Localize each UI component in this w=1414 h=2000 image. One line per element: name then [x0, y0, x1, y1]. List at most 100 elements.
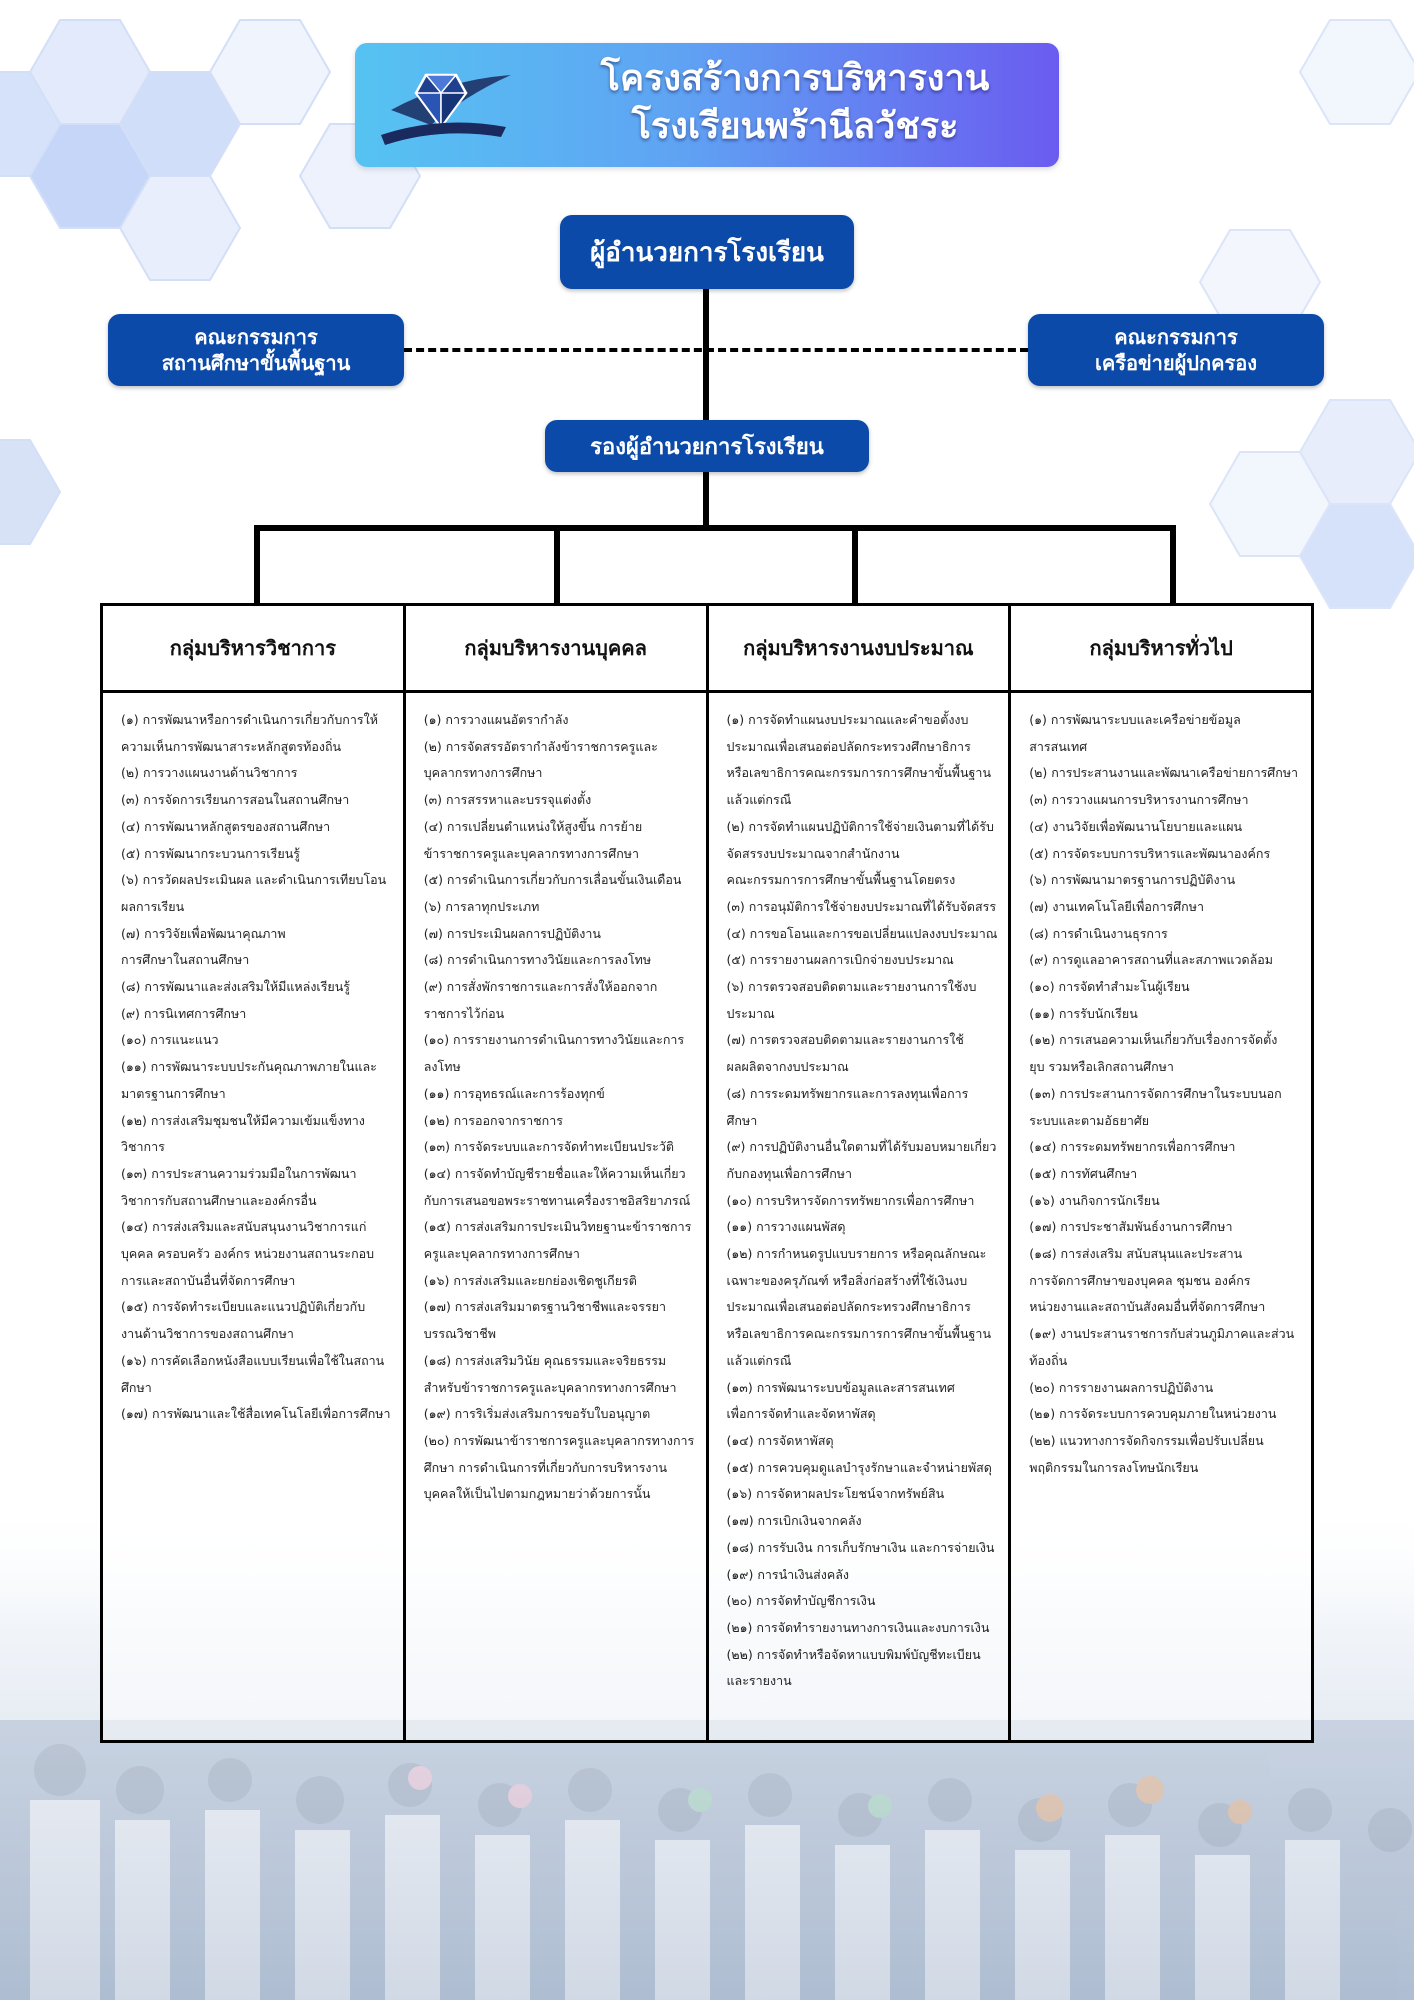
- duty-item: (๑๔) การจัดทำบัญชีรายชื่อและให้ความเห็นเ…: [423, 1165, 686, 1181]
- duty-item: (๒) การวางแผนงานด้านวิชาการ: [121, 765, 298, 781]
- duty-item: (๑๓) การพัฒนาระบบข้อมูลและสารสนเทศ: [726, 1379, 955, 1395]
- duty-item: ประมาณเพื่อเสนอต่อปลัดกระทรวงศึกษาธิการ: [726, 1299, 971, 1315]
- duty-item: (๒๐) การรายงานผลการปฏิบัติงาน: [1029, 1379, 1214, 1395]
- duty-item: บุคลากรทางการศึกษา: [423, 765, 543, 781]
- academic-group-column: กลุ่มบริหารวิชาการ (๑) การพัฒนาหรือการดำเ…: [103, 606, 406, 1740]
- title-line-1: โครงสร้างการบริหารงาน: [600, 58, 990, 99]
- duty-item: (๑๖) งานกิจการนักเรียน: [1029, 1192, 1160, 1208]
- duty-item: หรือเลขาธิการคณะกรรมการการศึกษาขั้นพื้นฐ…: [726, 765, 992, 781]
- duty-item: (๘) การดำเนินการทางวินัยและการลงโทษ: [423, 952, 652, 968]
- academic-group-duties: (๑) การพัฒนาหรือการดำเนินการเกี่ยวกับการ…: [103, 693, 403, 1740]
- committee-right-line-2: เครือข่ายผู้ปกครอง: [1094, 351, 1257, 375]
- committee-left-line-2: สถานศึกษาขั้นพื้นฐาน: [161, 351, 351, 375]
- duty-item: (๖) การพัฒนามาตรฐานการปฏิบัติงาน: [1029, 872, 1236, 888]
- branch-general: [1170, 525, 1176, 605]
- duty-item: (๒๒) แนวทางการจัดกิจกรรมเพื่อปรับเปลี่ยน: [1029, 1432, 1264, 1448]
- duty-item: บุคคล ครอบครัว องค์กร หน่วยงานสถานระกอบ: [121, 1246, 375, 1262]
- budget-group-title: กลุ่มบริหารงานงบประมาณ: [708, 606, 1009, 693]
- duty-item: (๑) การวางแผนอัตรากำลัง: [423, 712, 569, 727]
- duty-item: (๖) การลาทุกประเภท: [423, 898, 540, 914]
- duty-item: (๘) การพัฒนาและส่งเสริมให้มีแหล่งเรียนรู…: [121, 979, 350, 995]
- duty-item: (๑๙) การริเริ่มส่งเสริมการขอรับใบอนุญาต: [423, 1406, 651, 1422]
- duty-item: ผลผลิตจากงบประมาณ: [726, 1059, 849, 1075]
- duty-item: (๑) การจัดทำแผนงบประมาณและคำขอตั้งงบ: [726, 712, 969, 727]
- duty-item: (๑๗) การเบิกเงินจากคลัง: [726, 1513, 862, 1529]
- duty-item: (๑๔) การระดมทรัพยากรเพื่อการศึกษา: [1029, 1139, 1236, 1155]
- duty-item: การศึกษาในสถานศึกษา: [121, 952, 250, 968]
- duty-item: (๑๑) การอุทธรณ์และการร้องทุกข์: [423, 1085, 605, 1101]
- duty-list: (๑) การพัฒนาหรือการดำเนินการเกี่ยวกับการ…: [121, 707, 393, 1428]
- branch-personnel: [554, 525, 560, 605]
- duty-item: ยุบ รวมหรือเลิกสถานศึกษา: [1029, 1059, 1174, 1075]
- duty-item: ประมาณ: [726, 1005, 775, 1021]
- duty-list: (๑) การจัดทำแผนงบประมาณและคำขอตั้งงบประม…: [727, 707, 999, 1695]
- duty-list: (๑) การพัฒนาระบบและเครือข่ายข้อมูลสารสนเ…: [1029, 707, 1301, 1481]
- duty-item: (๑๒) การเสนอความเห็นเกี่ยวกับเรื่องการจั…: [1029, 1032, 1278, 1048]
- duty-item: (๑๑) การรับนักเรียน: [1029, 1005, 1138, 1021]
- connector-director-to-deputy: [703, 289, 709, 420]
- duty-item: บุคคลให้เป็นไปตามกฎหมายว่าด้วยการนั้น: [423, 1486, 651, 1502]
- duty-item: (๑๐) การบริหารจัดการทรัพยากรเพื่อการศึกษ…: [726, 1192, 975, 1208]
- duty-item: (๑๖) การคัดเลือกหนังสือแบบเรียนเพื่อใช้ใ…: [121, 1352, 385, 1368]
- duty-item: (๑๗) การประชาสัมพันธ์งานการศึกษา: [1029, 1219, 1233, 1235]
- personnel-group-duties: (๑) การวางแผนอัตรากำลัง (๒) การจัดสรรอัตร…: [405, 693, 706, 1740]
- duty-item: ศึกษา: [121, 1379, 152, 1395]
- duty-item: (๑๓) การจัดระบบและการจัดทำทะเบียนประวัติ: [423, 1139, 674, 1155]
- duty-list: (๑) การวางแผนอัตรากำลัง (๒) การจัดสรรอัตร…: [424, 707, 696, 1508]
- duty-item: บรรณวิชาชีพ: [423, 1326, 496, 1342]
- duty-item: (๓) การวางแผนการบริหารงานการศึกษา: [1029, 792, 1249, 808]
- duty-item: (๑๙) งานประสานราชการกับส่วนภูมิภาคและส่ว…: [1029, 1326, 1295, 1342]
- duty-item: ลงโทษ: [423, 1059, 461, 1075]
- duty-item: (๙) การสั่งพักราชการและการสั่งให้ออกจาก: [423, 979, 658, 995]
- duty-item: (๗) การประเมินผลการปฏิบัติงาน: [423, 925, 601, 941]
- duty-item: ความเห็นการพัฒนาสาระหลักสูตรท้องถิ่น: [121, 738, 342, 754]
- duty-item: (๑) การพัฒนาหรือการดำเนินการเกี่ยวกับการ…: [121, 712, 378, 727]
- title-line-2: โรงเรียนพร้านีลวัชระ: [631, 106, 959, 147]
- duty-item: (๑๒) การกำหนดรูปแบบรายการ หรือคุณลักษณะ: [726, 1246, 987, 1262]
- duty-item: (๓) การจัดการเรียนการสอนในสถานศึกษา: [121, 792, 350, 808]
- general-admin-group-title: กลุ่มบริหารทั่วไป: [1011, 606, 1311, 693]
- duty-item: (๑๕) การส่งเสริมการประเมินวิทยฐานะข้าราช…: [423, 1219, 692, 1235]
- connector-deputy-to-branches: [703, 472, 709, 528]
- duty-item: ประมาณเพื่อเสนอต่อปลัดกระทรวงศึกษาธิการ: [726, 738, 971, 754]
- duty-item: (๔) การเปลี่ยนตำแหน่งให้สูงขึ้น การย้าย: [423, 818, 643, 834]
- duty-item: (๘) การระดมทรัพยากรและการลงทุนเพื่อการ: [726, 1085, 969, 1101]
- duty-item: (๒) การจัดทำแผนปฏิบัติการใช้จ่ายเงินตามท…: [726, 818, 994, 834]
- duty-item: (๑๕) การจัดทำระเบียบและแนวปฏิบัติเกี่ยวก…: [121, 1299, 366, 1315]
- duty-item: ราชการไว้ก่อน: [423, 1005, 505, 1021]
- duty-item: (๗) การตรวจสอบติดตามและรายงานการใช้: [726, 1032, 964, 1048]
- duty-item: (๒๑) การจัดระบบการควบคุมภายในหน่วยงาน: [1029, 1406, 1277, 1422]
- deputy-label: รองผู้อำนวยการโรงเรียน: [590, 434, 824, 460]
- duty-item: (๕) การพัฒนากระบวนการเรียนรู้: [121, 845, 300, 861]
- duty-item: พฤติกรรมในการลงโทษนักเรียน: [1029, 1459, 1199, 1475]
- duty-item: (๖) การวัดผลประเมินผล และดำเนินการเทียบโ…: [121, 872, 387, 888]
- duty-item: (๔) การพัฒนาหลักสูตรของสถานศึกษา: [121, 818, 331, 834]
- duty-item: (๒๑) การจัดทำรายงานทางการเงินและงบการเงิ…: [726, 1619, 990, 1635]
- duty-item: (๑๗) การส่งเสริมมาตรฐานวิชาชีพและจรรยา: [423, 1299, 667, 1315]
- duty-item: (๑๖) การจัดหาผลประโยชน์จากทรัพย์สิน: [726, 1486, 945, 1502]
- duty-item: หน่วยงานและสถาบันสังคมอื่นที่จัดการศึกษา: [1029, 1299, 1266, 1315]
- duty-item: (๒๐) การจัดทำบัญชีการเงิน: [726, 1593, 876, 1609]
- basic-education-committee-box: คณะกรรมการ สถานศึกษาขั้นพื้นฐาน: [108, 314, 404, 386]
- academic-group-title: กลุ่มบริหารวิชาการ: [103, 606, 403, 693]
- duty-item: (๒) การจัดสรรอัตรากำลังข้าราชการครูและ: [423, 738, 658, 754]
- duty-item: (๑๒) การออกจากราชการ: [423, 1112, 563, 1128]
- duty-item: (๑๒) การส่งเสริมชุมชนให้มีความเข้มแข็งทา…: [121, 1112, 365, 1128]
- general-admin-group-duties: (๑) การพัฒนาระบบและเครือข่ายข้อมูลสารสนเ…: [1011, 693, 1311, 1740]
- duty-item: (๑๖) การส่งเสริมและยกย่องเชิดชูเกียรติ: [423, 1272, 637, 1288]
- duty-item: ระบบและตามอัธยาศัย: [1029, 1112, 1150, 1128]
- duty-item: (๑๘) การรับเงิน การเก็บรักษาเงิน และการจ…: [726, 1539, 995, 1555]
- personnel-group-column: กลุ่มบริหารงานบุคคล(๑) การวางแผนอัตรากำล…: [405, 606, 709, 1740]
- duty-item: ข้าราชการครูและบุคลากรทางการศึกษา: [423, 845, 640, 861]
- duty-item: (๕) การจัดระบบการบริหารและพัฒนาองค์กร: [1029, 845, 1271, 861]
- duty-item: วิชาการกับสถานศึกษาและองค์กรอื่น: [121, 1192, 317, 1208]
- duty-item: ครูและบุคลากรทางการศึกษา: [423, 1246, 580, 1262]
- duty-item: (๒๒) การจัดทำหรือจัดหาแบบพิมพ์บัญชีทะเบี…: [726, 1646, 981, 1662]
- duty-item: กับกองทุนเพื่อการศึกษา: [726, 1165, 853, 1181]
- school-logo: [371, 55, 521, 155]
- duty-item: (๑๐) การรายงานการดำเนินการทางวินัยและการ: [423, 1032, 685, 1048]
- duty-item: ท้องถิ่น: [1029, 1352, 1068, 1368]
- duty-item: มาตรฐานการศึกษา: [121, 1085, 226, 1101]
- duty-item: (๕) การรายงานผลการเบิกจ่ายงบประมาณ: [726, 952, 954, 968]
